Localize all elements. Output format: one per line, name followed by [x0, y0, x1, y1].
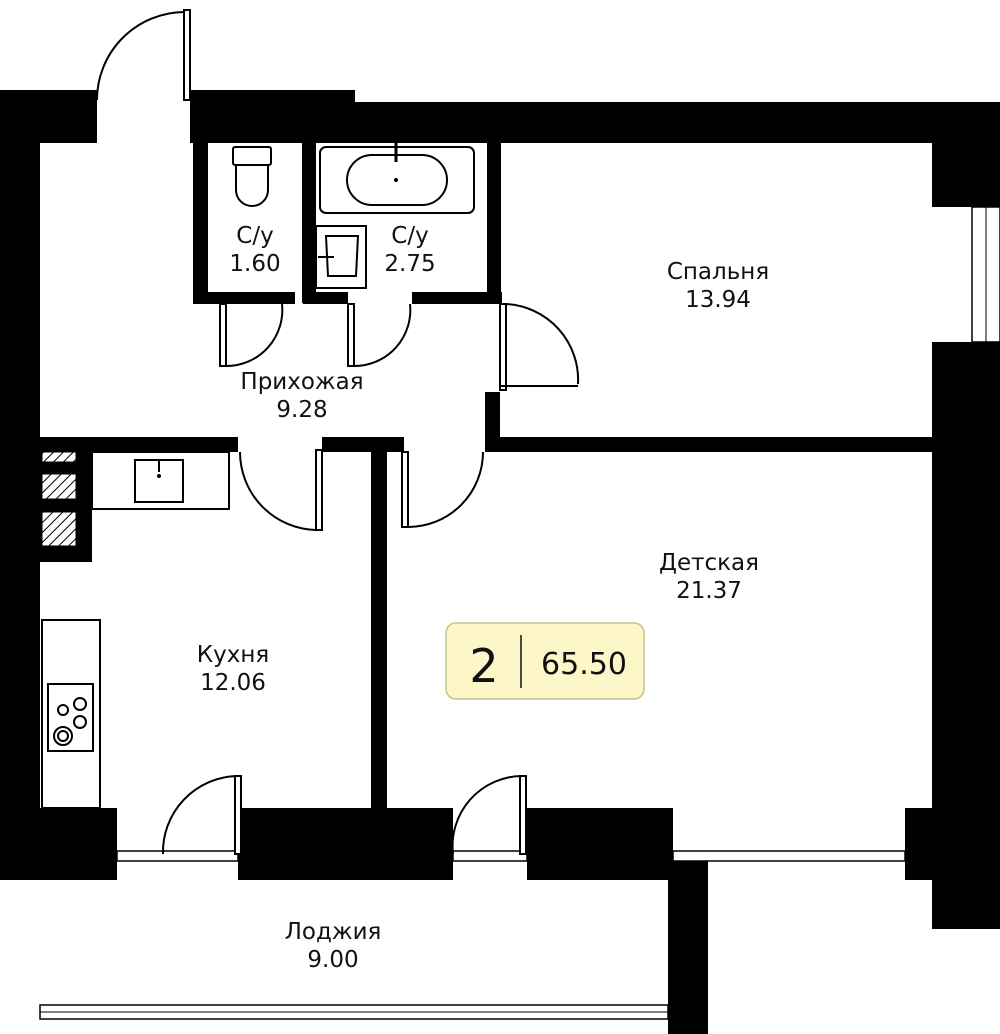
kitchen-name: Кухня: [197, 642, 269, 668]
wc1-name: С/у: [236, 223, 273, 249]
windows: [39, 206, 1000, 1020]
room-labels: С/у 1.60 С/у 2.75 Спальня 13.94 Прихожая…: [197, 223, 769, 973]
stove-icon: [41, 619, 101, 809]
wc2-area: 2.75: [384, 251, 435, 277]
apartment-summary-badge: 2 65.50: [445, 622, 645, 700]
wc2-name: С/у: [391, 223, 428, 249]
kids-room-area: 21.37: [676, 578, 742, 604]
walls: [0, 90, 1000, 1034]
hallway-name: Прихожая: [240, 369, 363, 395]
badge-background: [445, 622, 645, 700]
rooms-count: 2: [469, 639, 498, 693]
vent-shafts: [41, 451, 77, 547]
fixtures: [41, 140, 475, 809]
bathtub-icon: [319, 140, 475, 214]
washbasin-icon: [315, 225, 367, 289]
bedroom-area: 13.94: [685, 287, 751, 313]
wc1-area: 1.60: [229, 251, 280, 277]
kitchen-sink-icon: [91, 451, 230, 510]
hallway-area: 9.28: [276, 397, 327, 423]
kids-room-name: Детская: [659, 550, 759, 576]
toilet-icon: [232, 146, 272, 207]
kitchen-area: 12.06: [200, 670, 266, 696]
loggia-area: 9.00: [307, 947, 358, 973]
total-area: 65.50: [541, 647, 627, 682]
doors: [96, 9, 580, 855]
bedroom-name: Спальня: [667, 259, 769, 285]
loggia-name: Лоджия: [285, 919, 382, 945]
